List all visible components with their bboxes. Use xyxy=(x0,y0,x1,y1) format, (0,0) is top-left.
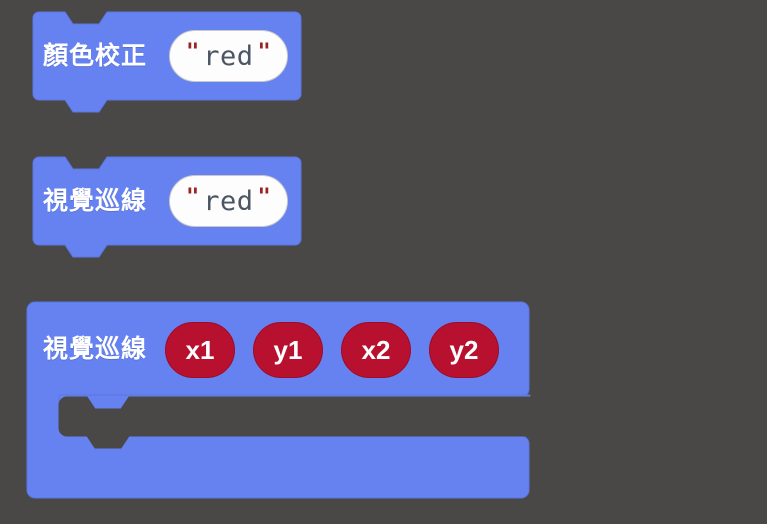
block-row-vision-line-follow-color: 視覺巡線 " red " xyxy=(43,157,288,245)
arg-oval-y2[interactable]: y2 xyxy=(429,321,500,378)
close-quote-icon: " xyxy=(257,39,271,65)
arg-oval-x1[interactable]: x1 xyxy=(165,321,236,378)
arg-oval-x2[interactable]: x2 xyxy=(341,321,412,378)
block-label-color-calibration: 顏色校正 xyxy=(43,41,148,70)
text-input-vision-line-follow-color[interactable]: " red " xyxy=(169,175,288,227)
field-inner: " red " xyxy=(186,39,271,72)
block-row-color-calibration: 顏色校正 " red " xyxy=(43,12,288,100)
field-inner: " red " xyxy=(186,184,271,217)
text-input-color-calibration[interactable]: " red " xyxy=(169,30,288,82)
close-quote-icon: " xyxy=(257,184,271,210)
argument-list: x1 y1 x2 y2 xyxy=(147,321,500,378)
block-vision-line-follow-color[interactable]: 視覺巡線 " red " xyxy=(27,156,303,269)
block-color-calibration[interactable]: 顏色校正 " red " xyxy=(27,11,303,124)
block-label-vision-line-follow-color: 視覺巡線 xyxy=(43,186,148,215)
arg-oval-y1[interactable]: y1 xyxy=(253,321,324,378)
block-label-vision-line-follow-coords: 視覺巡線 xyxy=(43,335,148,363)
block-vision-line-follow-coords[interactable]: 視覺巡線 x1 y1 x2 y2 xyxy=(26,301,531,499)
block-row-vision-line-follow-coords: 視覺巡線 x1 y1 x2 y2 xyxy=(43,302,500,397)
open-quote-icon: " xyxy=(186,39,200,65)
open-quote-icon: " xyxy=(186,184,200,210)
text-input-value: red xyxy=(203,40,254,72)
text-input-value: red xyxy=(203,185,254,217)
